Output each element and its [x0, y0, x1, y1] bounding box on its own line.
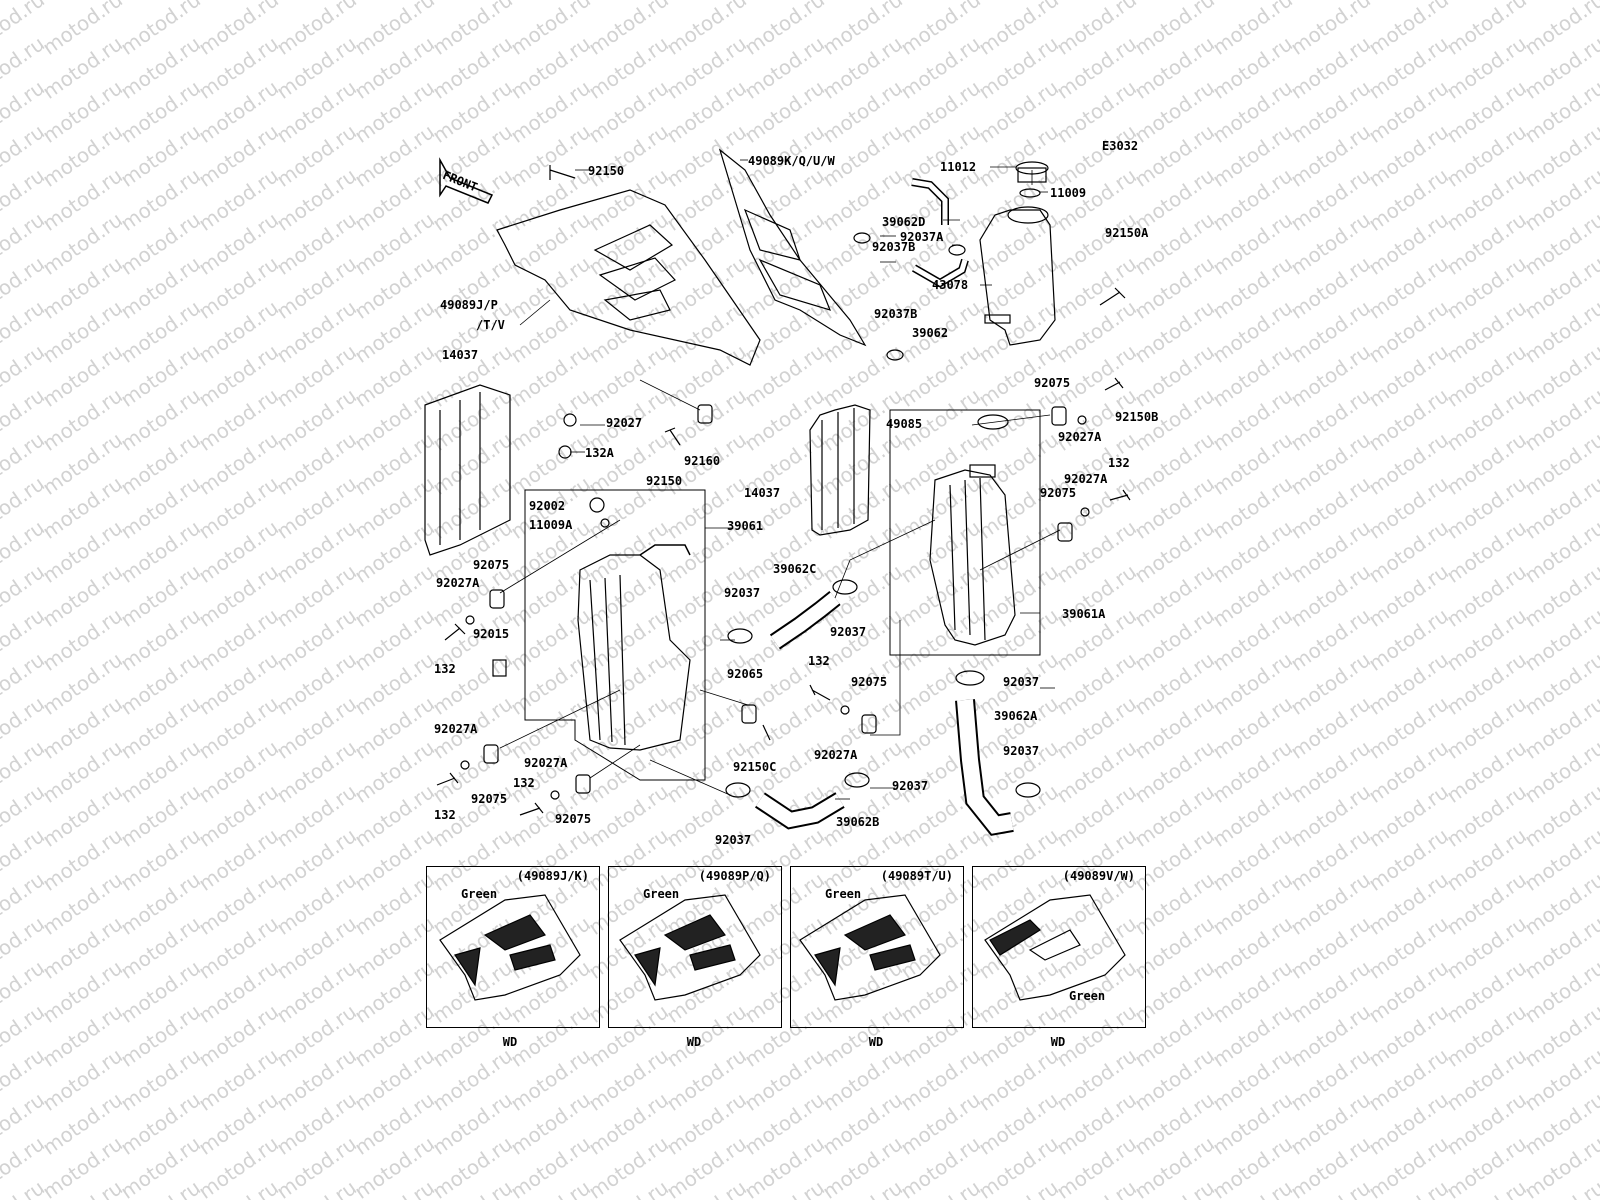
- variant-color-label: Green: [1069, 989, 1106, 1003]
- part-label: 39061A: [1062, 607, 1106, 621]
- part-label: 14037: [744, 486, 781, 500]
- part-label: 92037: [830, 625, 867, 639]
- part-label: 39062: [912, 326, 949, 340]
- part-label: 92027A: [814, 748, 858, 762]
- part-label: 39061: [727, 519, 764, 533]
- part-label: 49089K/Q/U/W: [748, 154, 835, 168]
- part-label: 132: [513, 776, 535, 790]
- part-label: 39062B: [836, 815, 880, 829]
- part-label: 43078: [932, 278, 969, 292]
- part-label: 92075: [473, 558, 510, 572]
- part-label: 49085: [886, 417, 923, 431]
- part-label: 14037: [442, 348, 479, 362]
- part-label: 92150: [588, 164, 625, 178]
- part-label: 92027A: [1058, 430, 1102, 444]
- reservoir-tank: [979, 209, 1056, 346]
- variant-panel: (49089J/K) Green: [426, 866, 600, 1028]
- radiator-right: [929, 469, 1016, 646]
- variant-code: (49089J/K): [516, 869, 589, 883]
- variant-footer: WD: [868, 1035, 884, 1049]
- radiator-guard-center: [809, 404, 871, 536]
- variant-footer: WD: [502, 1035, 518, 1049]
- variant-code: (49089P/Q): [698, 869, 771, 883]
- part-label: 92037: [1003, 675, 1040, 689]
- part-label: 92015: [473, 627, 510, 641]
- part-label: 39062C: [773, 562, 817, 576]
- part-label: 92037: [1003, 744, 1040, 758]
- variant-footer: WD: [1050, 1035, 1066, 1049]
- part-label: /T/V: [476, 318, 505, 332]
- variant-panel: (49089T/U) Green: [790, 866, 964, 1028]
- part-label: 92037: [892, 779, 929, 793]
- part-label: 92150C: [733, 760, 777, 774]
- variant-footer: WD: [686, 1035, 702, 1049]
- front-arrow: [439, 157, 494, 204]
- part-label: 92027: [606, 416, 643, 430]
- variant-color-label: Green: [825, 887, 862, 901]
- shroud-left: [496, 189, 761, 366]
- part-label: 49089J/P: [440, 298, 498, 312]
- variant-code: (49089T/U): [880, 869, 953, 883]
- part-label: 92065: [727, 667, 764, 681]
- part-label: 92075: [471, 792, 508, 806]
- variant-code: (49089V/W): [1062, 869, 1135, 883]
- part-label: 132: [1108, 456, 1130, 470]
- part-label: 39062D: [882, 215, 926, 229]
- part-label: 92037: [724, 586, 761, 600]
- radiator-guard-left: [424, 384, 511, 556]
- part-label: 92037B: [872, 240, 916, 254]
- part-label: 92150B: [1115, 410, 1159, 424]
- part-label: 92002: [529, 499, 566, 513]
- part-label: 92075: [1040, 486, 1077, 500]
- diagram-code: E3032: [1102, 139, 1139, 153]
- part-label: 132A: [585, 446, 614, 460]
- part-label: 92027A: [524, 756, 568, 770]
- part-label: 92075: [1034, 376, 1071, 390]
- part-label: 92027A: [434, 722, 478, 736]
- part-label: 132: [808, 654, 830, 668]
- variant-color-label: Green: [461, 887, 498, 901]
- part-label: 11012: [940, 160, 977, 174]
- part-label: 92150A: [1105, 226, 1149, 240]
- part-label: 132: [434, 808, 456, 822]
- part-label: 92160: [684, 454, 721, 468]
- shroud-right: [718, 148, 867, 347]
- part-label: 92037B: [874, 307, 918, 321]
- part-label: 92027A: [1064, 472, 1108, 486]
- part-label: 92037A: [900, 230, 944, 244]
- variant-color-label: Green: [643, 887, 680, 901]
- part-label: 92075: [851, 675, 888, 689]
- variant-panel: (49089P/Q) Green: [608, 866, 782, 1028]
- part-label: 11009A: [529, 518, 573, 532]
- part-label: 132: [434, 662, 456, 676]
- part-label: 11009: [1050, 186, 1087, 200]
- variant-panel: (49089V/W) Green: [972, 866, 1146, 1028]
- radiator-left: [577, 554, 691, 751]
- part-label: 92075: [555, 812, 592, 826]
- part-label: 92027A: [436, 576, 480, 590]
- part-label: 92150: [646, 474, 683, 488]
- part-label: 92037: [715, 833, 752, 847]
- part-label: 39062A: [994, 709, 1038, 723]
